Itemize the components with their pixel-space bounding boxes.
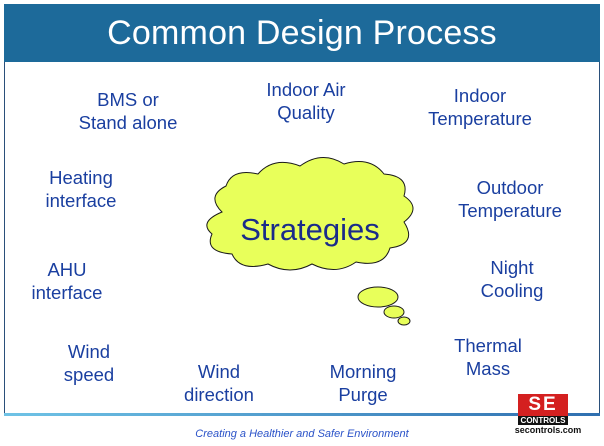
term-line: Temperature [458,200,562,221]
term-line: Heating [49,167,113,188]
center-label: Strategies [240,212,380,247]
cloud-bubble-large [357,286,399,308]
term-heating-interface: Heating interface [26,166,136,212]
term-line: Stand alone [78,112,178,133]
term-line: BMS or [97,89,159,110]
term-outdoor-temperature: Outdoor Temperature [438,176,582,222]
term-thermal-mass: Thermal Mass [438,334,538,380]
left-border [4,62,5,414]
term-line: Quality [277,102,335,123]
logo-word: CONTROLS [518,416,568,425]
term-line: Purge [338,384,388,405]
term-line: interface [45,190,117,211]
term-line: Indoor Air [266,79,346,100]
term-line: interface [31,282,103,303]
term-line: speed [63,364,115,385]
footer-tagline: Creating a Healthier and Safer Environme… [195,428,409,440]
right-border [599,62,600,414]
title-bar: Common Design Process [4,4,600,62]
se-controls-logo: SE CONTROLS secontrols.com [508,394,588,436]
term-line: AHU [47,259,87,280]
term-indoor-air-quality: Indoor Air Quality [246,78,366,124]
term-line: Indoor [453,85,507,106]
bottom-rule [4,413,600,416]
term-line: Mass [465,358,511,379]
term-ahu-interface: AHU interface [12,258,122,304]
term-line: Cooling [480,280,544,301]
term-bms: BMS or Stand alone [58,88,198,134]
term-morning-purge: Morning Purge [308,360,418,406]
logo-mark: SE [518,394,568,416]
slide-title: Common Design Process [107,13,497,52]
cloud-bubble-small [397,316,411,326]
logo-url: secontrols.com [514,425,582,435]
term-line: direction [184,384,254,405]
term-line: Wind [197,361,241,382]
term-indoor-temperature: Indoor Temperature [410,84,550,130]
cloud-shape [206,157,414,271]
term-line: Night [490,257,534,278]
term-line: Temperature [428,108,532,129]
term-line: Wind [67,341,111,362]
term-line: Outdoor [476,177,544,198]
term-line: Morning [329,361,397,382]
term-wind-direction: Wind direction [164,360,274,406]
term-wind-speed: Wind speed [44,340,134,386]
term-night-cooling: Night Cooling [462,256,562,302]
cloud-bubble-medium [383,305,405,319]
term-line: Thermal [454,335,522,356]
